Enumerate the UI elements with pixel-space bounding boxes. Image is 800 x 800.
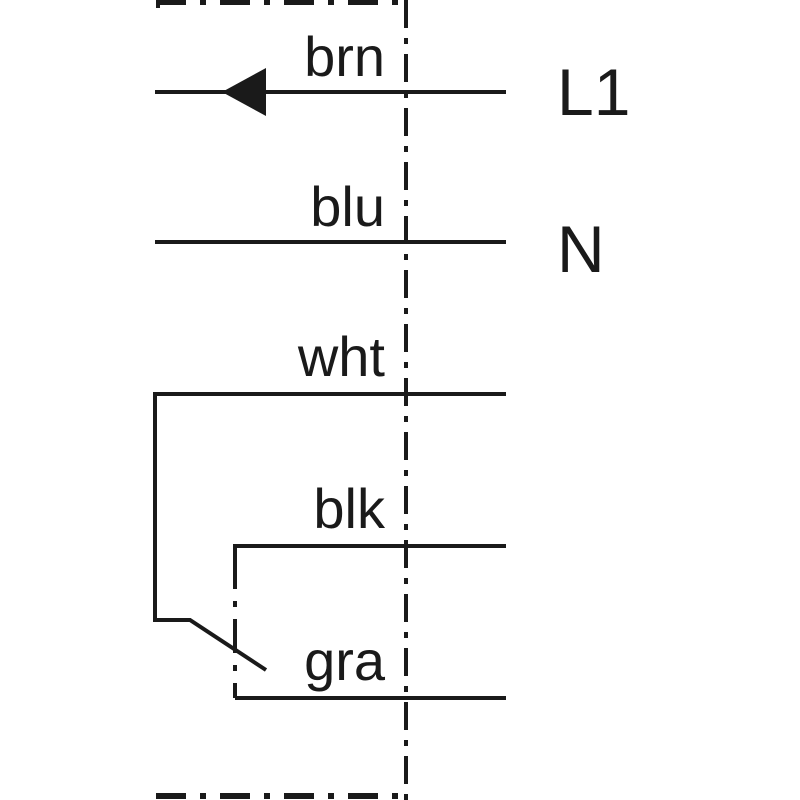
wire-label-blk: blk [313,477,386,540]
wire-wht: wht [153,325,506,672]
wire-brn: brn [155,25,506,116]
wire-label-wht: wht [297,325,386,388]
wire-blk: blk [233,477,506,555]
arrow-left-icon [222,68,266,116]
wire-blu: blu [155,175,506,244]
wire-label-gra: gra [304,629,386,692]
wire-label-brn: brn [304,25,385,88]
wire-label-blu: blu [310,175,385,238]
wire-gra: gra [235,629,506,700]
terminal-label-l1: L1 [557,55,630,129]
terminal-label-n: N [557,212,605,286]
enclosure-top-edge [156,0,410,8]
